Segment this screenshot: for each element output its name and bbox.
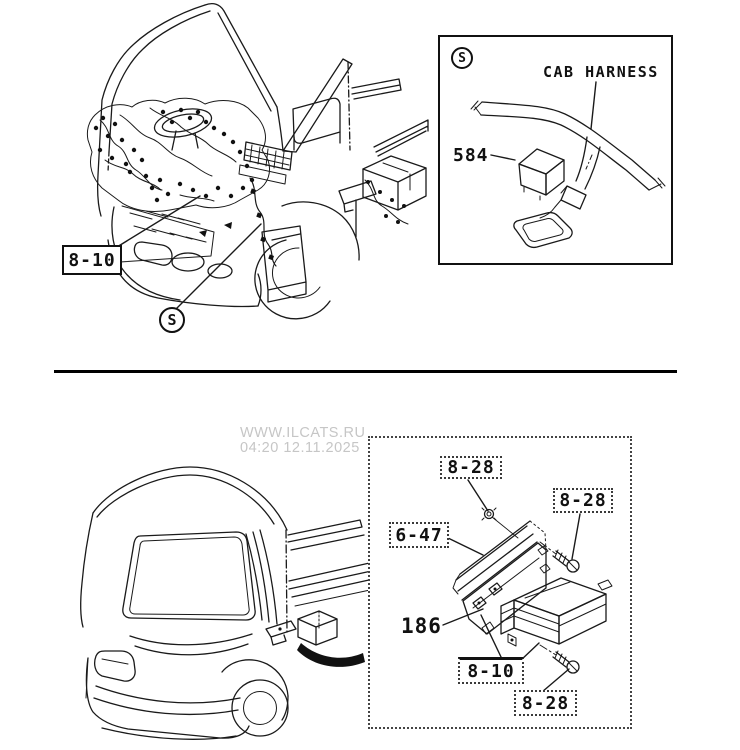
ref-link-8-28-right[interactable]: 8-28 — [553, 488, 613, 513]
watermark-site: WWW.ILCATS.RU — [240, 425, 366, 441]
part-number-584: 584 — [453, 145, 489, 166]
watermark-timestamp: 04:20 12.11.2025 — [240, 440, 360, 456]
curved-arrow-icon — [297, 643, 365, 667]
ecu-mounting-drawing — [442, 479, 613, 693]
ecu-mounting-detail-box: 8-28 8-28 6-47 186 8-10 8-28 — [368, 436, 632, 729]
section-divider — [54, 370, 677, 373]
cab-harness-title: CAB HARNESS — [543, 63, 659, 81]
ref-link-8-10-bottom[interactable]: 8-10 — [458, 657, 524, 684]
top-truck-cab-drawing — [86, 3, 429, 320]
cab-harness-drawing — [470, 81, 666, 249]
s-view-marker-icon: S — [159, 307, 185, 333]
s-detail-marker-icon: S — [451, 47, 473, 69]
watermark: WWW.ILCATS.RU 04:20 12.11.2025 — [240, 426, 365, 456]
bottom-truck-cab-drawing — [79, 466, 379, 740]
ref-link-6-47[interactable]: 6-47 — [389, 522, 449, 548]
cab-harness-detail-box: S CAB HARNESS 584 — [438, 35, 673, 265]
ref-link-8-28-top[interactable]: 8-28 — [440, 456, 502, 479]
ref-link-8-28-bottom[interactable]: 8-28 — [514, 690, 577, 716]
ref-link-8-10-top[interactable]: 8-10 — [62, 245, 122, 275]
part-number-186: 186 — [401, 614, 442, 638]
harness-connector-dots — [93, 107, 406, 261]
